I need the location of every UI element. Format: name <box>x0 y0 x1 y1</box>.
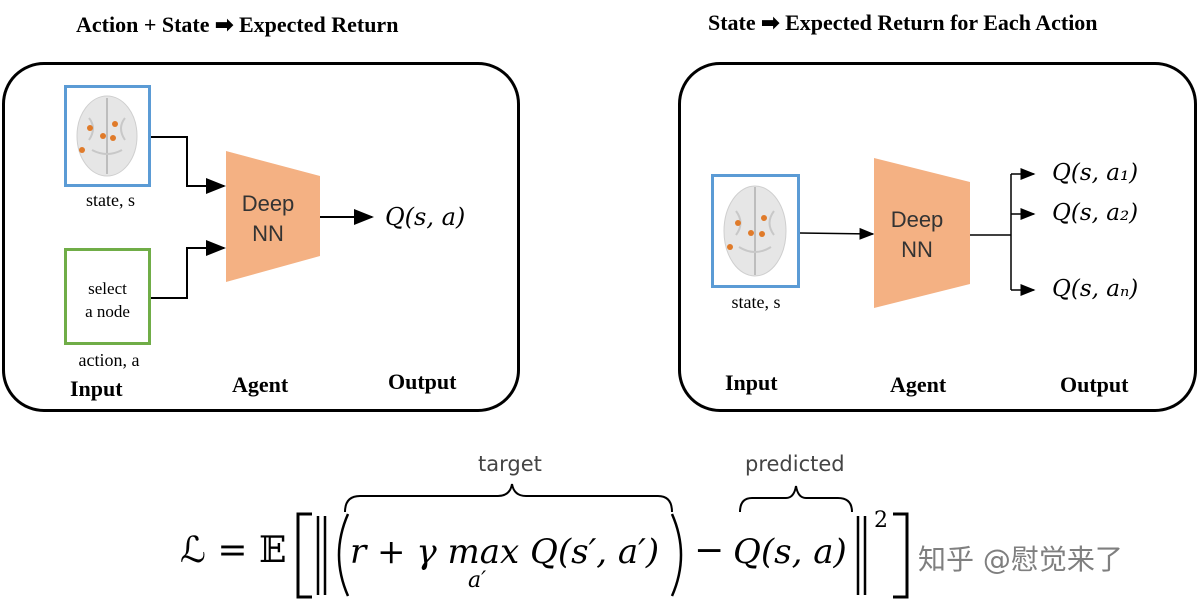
left-square-bracket <box>296 512 312 599</box>
target-expr: r + γ max Q(s′, a′) <box>350 532 660 572</box>
left-col-agent: Agent <box>232 372 289 397</box>
left-heading: Action + State ➡ Expected Return <box>76 12 399 37</box>
right-deep-nn-shape <box>874 158 970 308</box>
state-to-nn-arrow <box>799 227 875 240</box>
right-state-image <box>711 174 800 288</box>
right-nn-line1: Deep <box>890 207 944 232</box>
predicted-expr: Q(s, a) <box>733 532 847 572</box>
right-heading: State ➡ Expected Return for Each Action <box>708 10 1098 35</box>
right-panel-frame <box>678 62 1197 412</box>
right-output-2: Q(s, a₂) <box>1052 200 1139 226</box>
left-action-label: action, a <box>78 350 140 370</box>
right-col-agent: Agent <box>890 372 947 397</box>
right-col-input: Input <box>725 370 778 395</box>
max-subscript: a′ <box>468 568 487 593</box>
right-col-output: Output <box>1060 372 1129 397</box>
target-label: target <box>478 452 542 476</box>
right-paren <box>670 513 683 597</box>
left-nn-line1: Deep <box>241 191 295 216</box>
brain-scan-icon <box>76 95 138 177</box>
left-state-label: state, s <box>86 190 135 210</box>
left-nn-line2: NN <box>252 221 284 246</box>
predicted-label: predicted <box>745 452 845 476</box>
state-arrow <box>151 136 226 194</box>
left-deep-nn-shape <box>226 151 320 282</box>
norm-exponent: 2 <box>874 508 888 533</box>
left-paren <box>337 513 350 597</box>
action-box-line1: select <box>88 279 127 298</box>
action-arrow <box>151 240 226 299</box>
right-nn-line2: NN <box>901 237 933 262</box>
right-output-1: Q(s, a₁) <box>1052 160 1139 186</box>
right-state-label: state, s <box>731 292 781 312</box>
action-box-line2: a node <box>85 302 130 321</box>
watermark: 知乎 @慰觉来了 <box>918 543 1123 576</box>
brain-scan-icon <box>723 185 787 277</box>
loss-lhs: ℒ = 𝔼 <box>180 530 287 571</box>
right-output-n: Q(s, aₙ) <box>1052 276 1139 302</box>
left-state-image <box>64 85 151 187</box>
left-connectors <box>151 136 374 299</box>
left-output-expr: Q(s, a) <box>385 203 466 231</box>
right-connectors <box>799 158 1036 308</box>
left-col-output: Output <box>388 369 457 394</box>
left-action-box: select a node <box>64 248 151 345</box>
predicted-brace <box>739 485 853 513</box>
left-panel-frame <box>2 62 520 412</box>
left-col-input: Input <box>70 376 123 401</box>
target-brace <box>344 483 673 513</box>
right-square-bracket <box>893 512 909 599</box>
loss-minus: − <box>694 530 725 571</box>
